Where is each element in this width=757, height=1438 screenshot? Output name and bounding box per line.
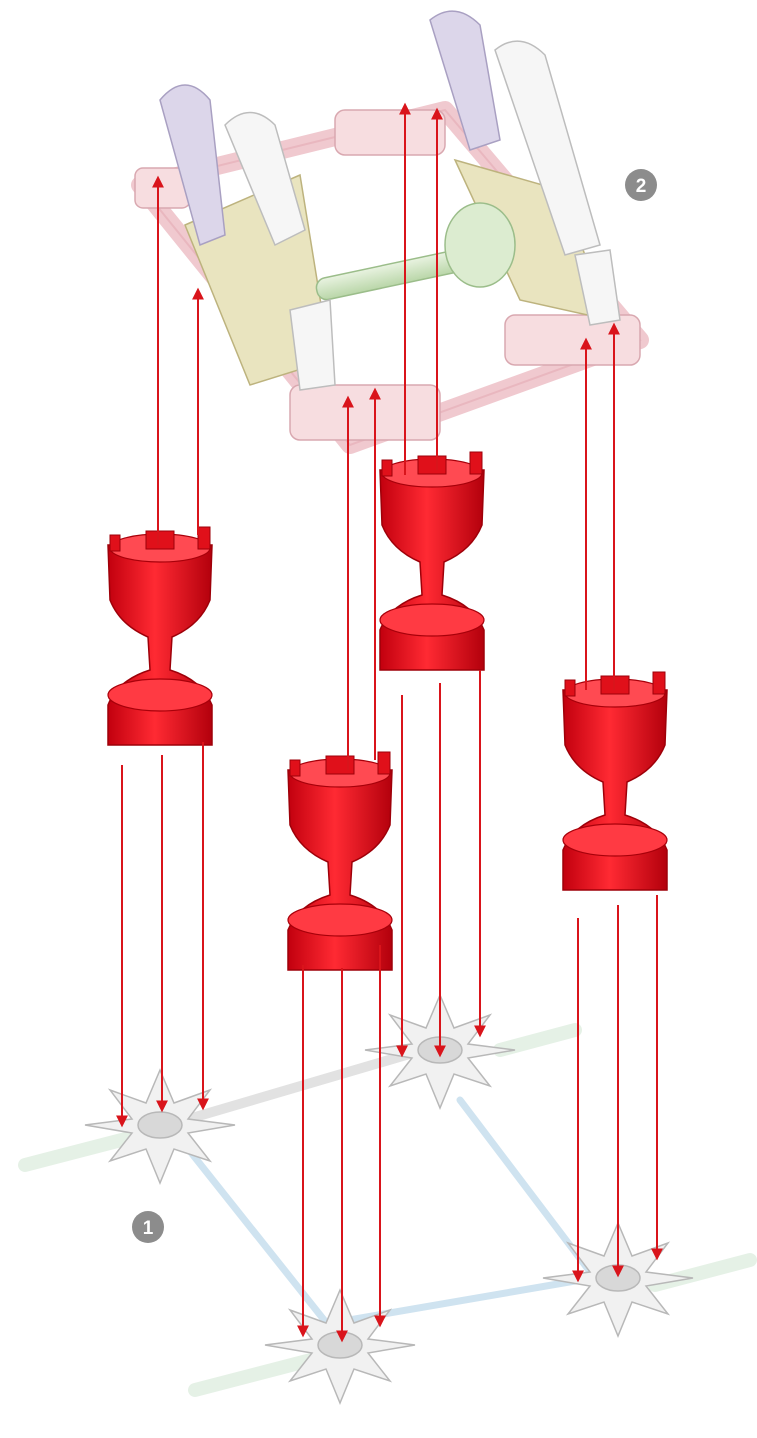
step-1-badge: 1 [132,1211,164,1243]
step-2-badge: 2 [625,169,657,201]
hub-front-left [265,1290,415,1403]
red-spacer-4 [563,672,667,890]
hub-back-left [85,1070,235,1183]
red-spacer-2 [380,452,484,670]
bottom-base-assembly [25,995,750,1403]
top-frame-assembly [135,11,640,445]
red-spacer-1 [108,527,212,745]
red-spacers [108,452,667,970]
step-1-number: 1 [143,1218,154,1239]
red-spacer-3 [288,752,392,970]
step-2-number: 2 [636,176,647,197]
